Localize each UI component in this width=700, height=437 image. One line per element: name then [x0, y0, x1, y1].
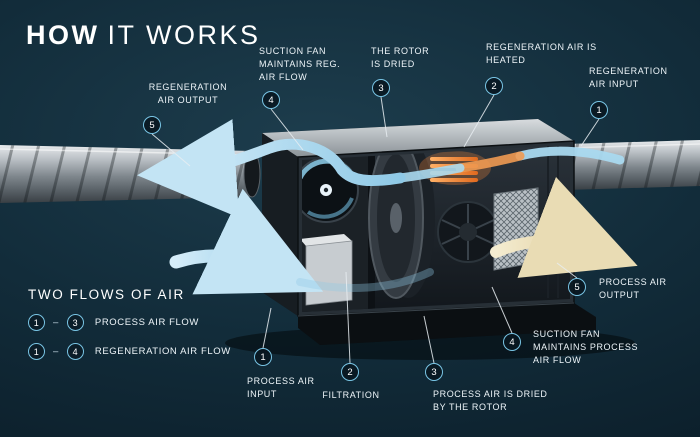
legend-label-process: PROCESS AIR FLOW — [94, 317, 199, 328]
badge-process-air-input: 1 — [254, 348, 272, 366]
flow-arrows — [137, 119, 638, 295]
callout-process-air-output: PROCESS AIR OUTPUT — [599, 277, 667, 301]
badge-regeneration-air-input: 1 — [590, 101, 608, 119]
legend-badge-4: 4 — [66, 343, 84, 360]
callout-regeneration-air-output: REGENERATION AIR OUTPUT — [148, 82, 228, 106]
callout-process-air-input: PROCESS AIR INPUT — [247, 376, 315, 400]
badge-rotor-dried: 3 — [372, 79, 390, 97]
process-internal-flow — [296, 268, 434, 292]
page-title-bold: HOW — [26, 20, 100, 50]
right-duct — [565, 140, 700, 190]
badge-suction-fan-reg: 4 — [262, 91, 280, 109]
page-title-rest: IT WORKS — [107, 20, 261, 50]
legend-dash-1: – — [53, 317, 59, 328]
filter-icon — [493, 187, 539, 271]
process-fan-icon — [437, 201, 499, 263]
left-duct — [0, 145, 261, 203]
legend-row-process: 1 – 3 PROCESS AIR FLOW — [28, 314, 231, 331]
badge-regeneration-air-output: 5 — [143, 116, 161, 134]
legend-badge-3: 3 — [66, 314, 84, 331]
fan-icon — [302, 157, 359, 223]
regen-inlet-flow — [515, 146, 625, 165]
badge-filtration: 2 — [341, 363, 359, 381]
process-inlet-flow — [169, 188, 324, 295]
callout-lines — [151, 94, 600, 364]
callout-suction-fan-process: SUCTION FAN MAINTAINS PROCESS AIR FLOW — [533, 329, 639, 366]
badge-process-air-output: 5 — [568, 278, 586, 296]
legend-badge-1b: 1 — [28, 343, 45, 360]
legend-heading: TWO FLOWS OF AIR — [28, 287, 185, 302]
badge-regeneration-air-heated: 2 — [485, 77, 503, 95]
legend-badge-1a: 1 — [28, 314, 45, 331]
legend-row-regeneration: 1 – 4 REGENERATION AIR FLOW — [28, 343, 231, 360]
regen-heated-flow — [455, 151, 525, 173]
regen-outlet-flow — [137, 119, 406, 218]
badge-process-air-dried: 3 — [425, 363, 443, 381]
legend-label-regeneration: REGENERATION AIR FLOW — [94, 346, 231, 357]
lower-cabinet-box — [302, 234, 353, 306]
badge-suction-fan-process: 4 — [503, 333, 521, 351]
legend-dash-2: – — [53, 346, 59, 357]
callout-regeneration-air-heated: REGENERATION AIR IS HEATED — [486, 42, 597, 66]
callout-suction-fan-reg: SUCTION FAN MAINTAINS REG. AIR FLOW — [259, 46, 341, 83]
legend: TWO FLOWS OF AIR 1 – 3 PROCESS AIR FLOW … — [28, 287, 231, 360]
callout-regeneration-air-input: REGENERATION AIR INPUT — [589, 66, 668, 90]
callout-process-air-dried: PROCESS AIR IS DRIED BY THE ROTOR — [433, 389, 548, 413]
callout-filtration: FILTRATION — [322, 390, 380, 400]
process-outlet-flow — [490, 176, 638, 278]
callout-rotor-dried: THE ROTOR IS DRIED — [371, 46, 430, 70]
